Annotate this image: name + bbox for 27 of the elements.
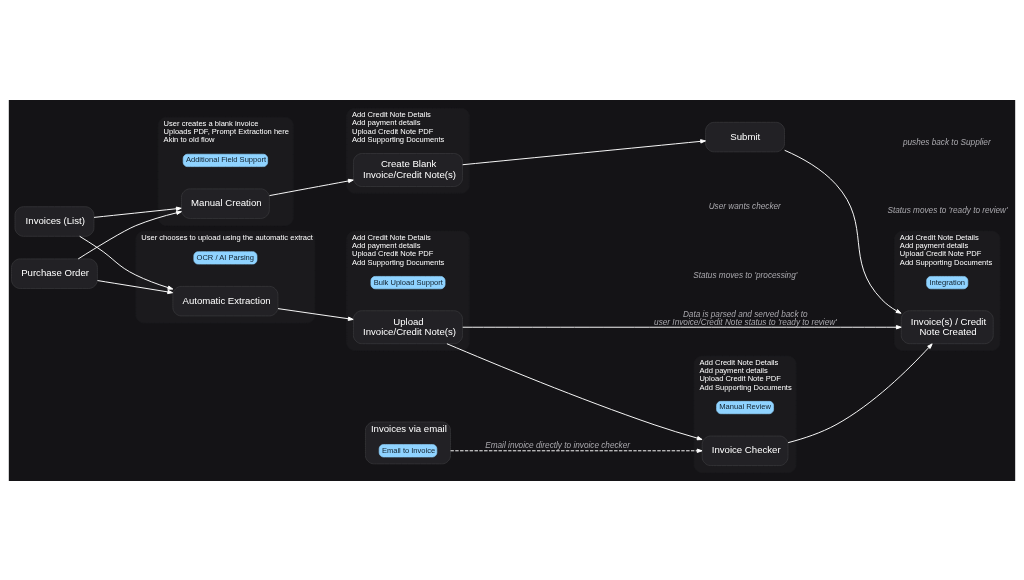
arrow xyxy=(450,448,703,453)
node-box: Invoice(s) / Credit Note Created xyxy=(900,309,994,344)
node-box: Create Blank Invoice/Credit Note(s) xyxy=(353,152,463,187)
node-box: Manual Review xyxy=(716,400,774,414)
node-box: Purchase Order xyxy=(11,258,98,289)
arrow xyxy=(462,138,706,165)
node-box: Submit xyxy=(705,121,785,152)
arrow xyxy=(446,342,703,440)
node-box: Integration xyxy=(926,275,969,289)
arrow xyxy=(784,149,902,314)
arrow xyxy=(79,235,174,290)
arrow xyxy=(269,178,354,196)
arrow xyxy=(77,210,182,259)
node-box: Bulk Upload Support xyxy=(370,275,446,289)
arrow xyxy=(93,206,182,218)
node-box: Upload Invoice/Credit Note(s) xyxy=(353,309,463,344)
node-box: Invoice Checker xyxy=(701,435,789,466)
arrow xyxy=(787,342,933,443)
node-box: Automatic Extraction xyxy=(172,285,279,316)
node-box: Email to Invoice xyxy=(378,443,438,457)
node-box: OCR / AI Parsing xyxy=(193,250,258,264)
arrow xyxy=(97,279,174,294)
node-box: Manual Creation xyxy=(181,188,270,219)
arrow xyxy=(462,324,902,329)
node-box: Invoices (List) xyxy=(14,205,95,237)
node-box: Additional Field Support xyxy=(182,153,268,167)
arrow xyxy=(277,307,354,321)
